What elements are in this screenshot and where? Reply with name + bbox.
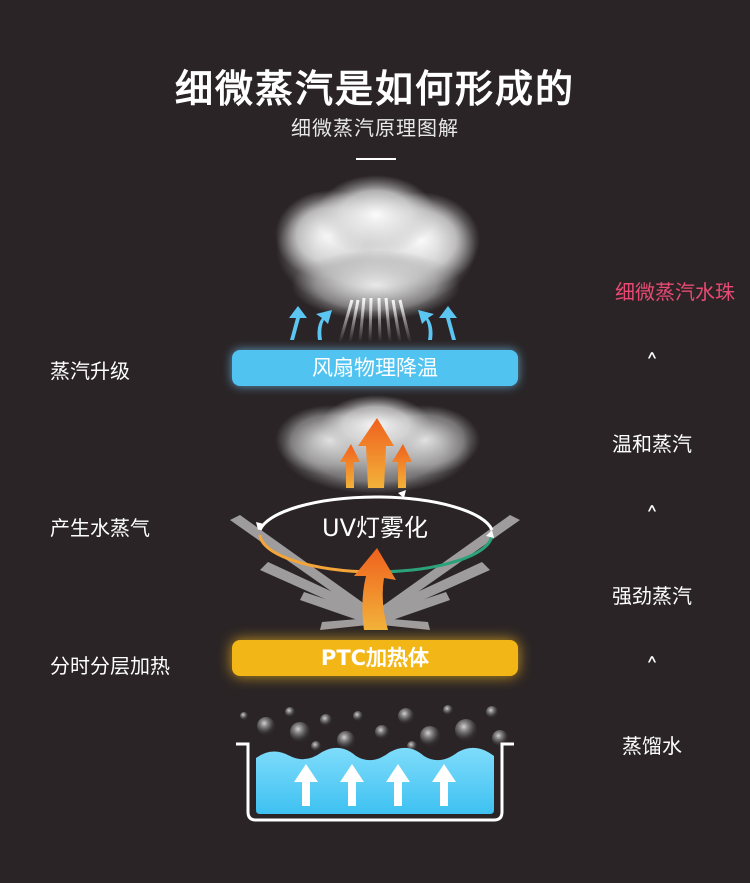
- output-label-fine-droplets: 细微蒸汽水珠: [615, 280, 735, 304]
- water-tank: [236, 742, 514, 822]
- output-label-strong-steam: 强劲蒸汽: [612, 584, 692, 608]
- page-title: 细微蒸汽是如何形成的: [174, 67, 575, 111]
- top-steam-cloud: [275, 175, 480, 320]
- water-bubbles: [240, 705, 508, 751]
- stage-label-generate-vapor: 产生水蒸气: [50, 516, 150, 540]
- stage-label-layered-heating: 分时分层加热: [50, 654, 170, 678]
- orange-heat-arrows: [340, 418, 412, 630]
- water-up-arrows: [294, 764, 456, 806]
- blue-rising-arrows: [289, 306, 457, 340]
- top-spray-lines: [338, 297, 412, 343]
- uv-cycle-arrowheads: [256, 490, 494, 538]
- light-rays: [230, 515, 520, 630]
- caret-up-icon: ˄: [645, 503, 659, 533]
- page-subtitle: 细微蒸汽原理图解: [291, 116, 459, 140]
- uv-atomize-label: UV灯雾化: [322, 514, 428, 542]
- title-divider: [356, 158, 396, 160]
- ptc-heater-bar: PTC加热体: [232, 640, 518, 676]
- caret-up-icon: ˄: [645, 654, 659, 684]
- output-label-distilled-water: 蒸馏水: [622, 734, 682, 758]
- fan-cooling-bar: 风扇物理降温: [232, 350, 518, 386]
- uv-cycle-ring: [258, 495, 494, 574]
- stage-label-steam-upgrade: 蒸汽升级: [50, 359, 130, 383]
- caret-up-icon: ˄: [645, 350, 659, 380]
- output-label-mild-steam: 温和蒸汽: [612, 432, 692, 456]
